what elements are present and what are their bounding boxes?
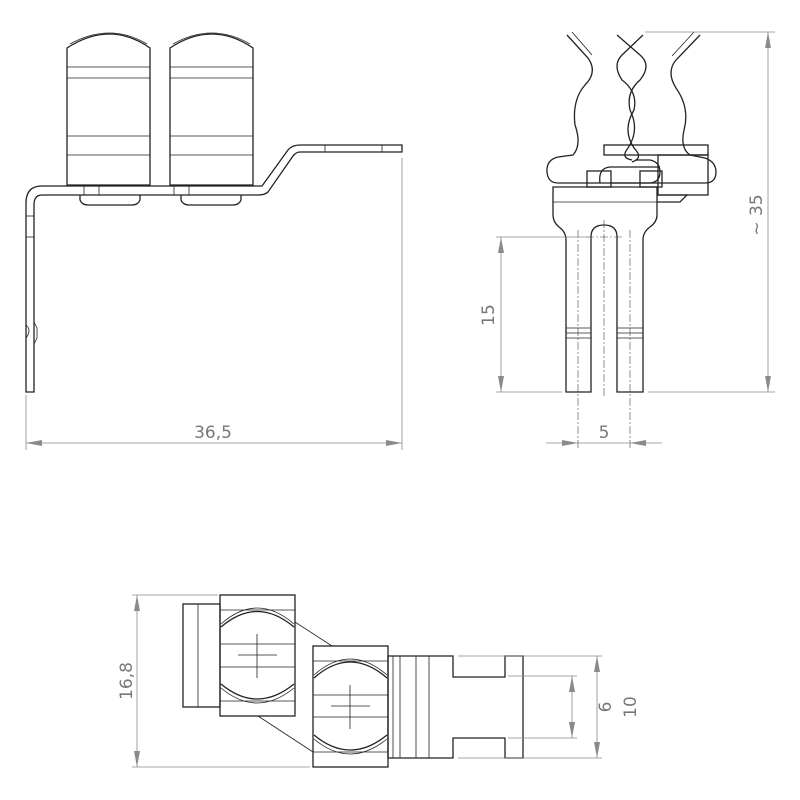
dimension-slot-width: 6 [508,675,616,739]
dimension-label-prong-length: 15 [479,304,499,326]
clip-block-left [219,594,296,717]
front-view: 15 5 ~ 35 [479,31,775,448]
link-lines [257,621,333,753]
nut-left [79,186,141,206]
dimension-label-slot-width: 6 [596,702,616,713]
dimension-label-height: ~ 35 [747,194,767,235]
clip-left [66,32,151,186]
bracket-plate [25,144,403,393]
tab-left [182,603,221,708]
wire-holder-block [586,144,709,203]
clip-block-right [312,645,389,768]
spring-wires [546,31,717,184]
nut-right [173,186,242,206]
dimension-prong-pitch: 5 [546,423,662,446]
center-lines [577,220,631,448]
clip-right [169,32,254,186]
contact-body [552,186,658,393]
dimension-height: ~ 35 [645,31,775,393]
dimension-prong-length: 15 [479,236,590,393]
dimension-tail-width: 10 [458,655,641,759]
top-view: 16,8 6 10 [117,594,641,768]
dimension-label-overall-depth: 16,8 [117,662,137,700]
dimension-label-total-width: 36,5 [194,423,232,443]
dimension-label-tail-width: 10 [621,696,641,718]
connector-tail [387,655,524,759]
dimension-total-width: 36,5 [25,158,403,450]
dimension-label-prong-pitch: 5 [599,423,610,443]
dimension-overall-depth: 16,8 [117,594,310,768]
side-view: 36,5 [25,32,403,450]
